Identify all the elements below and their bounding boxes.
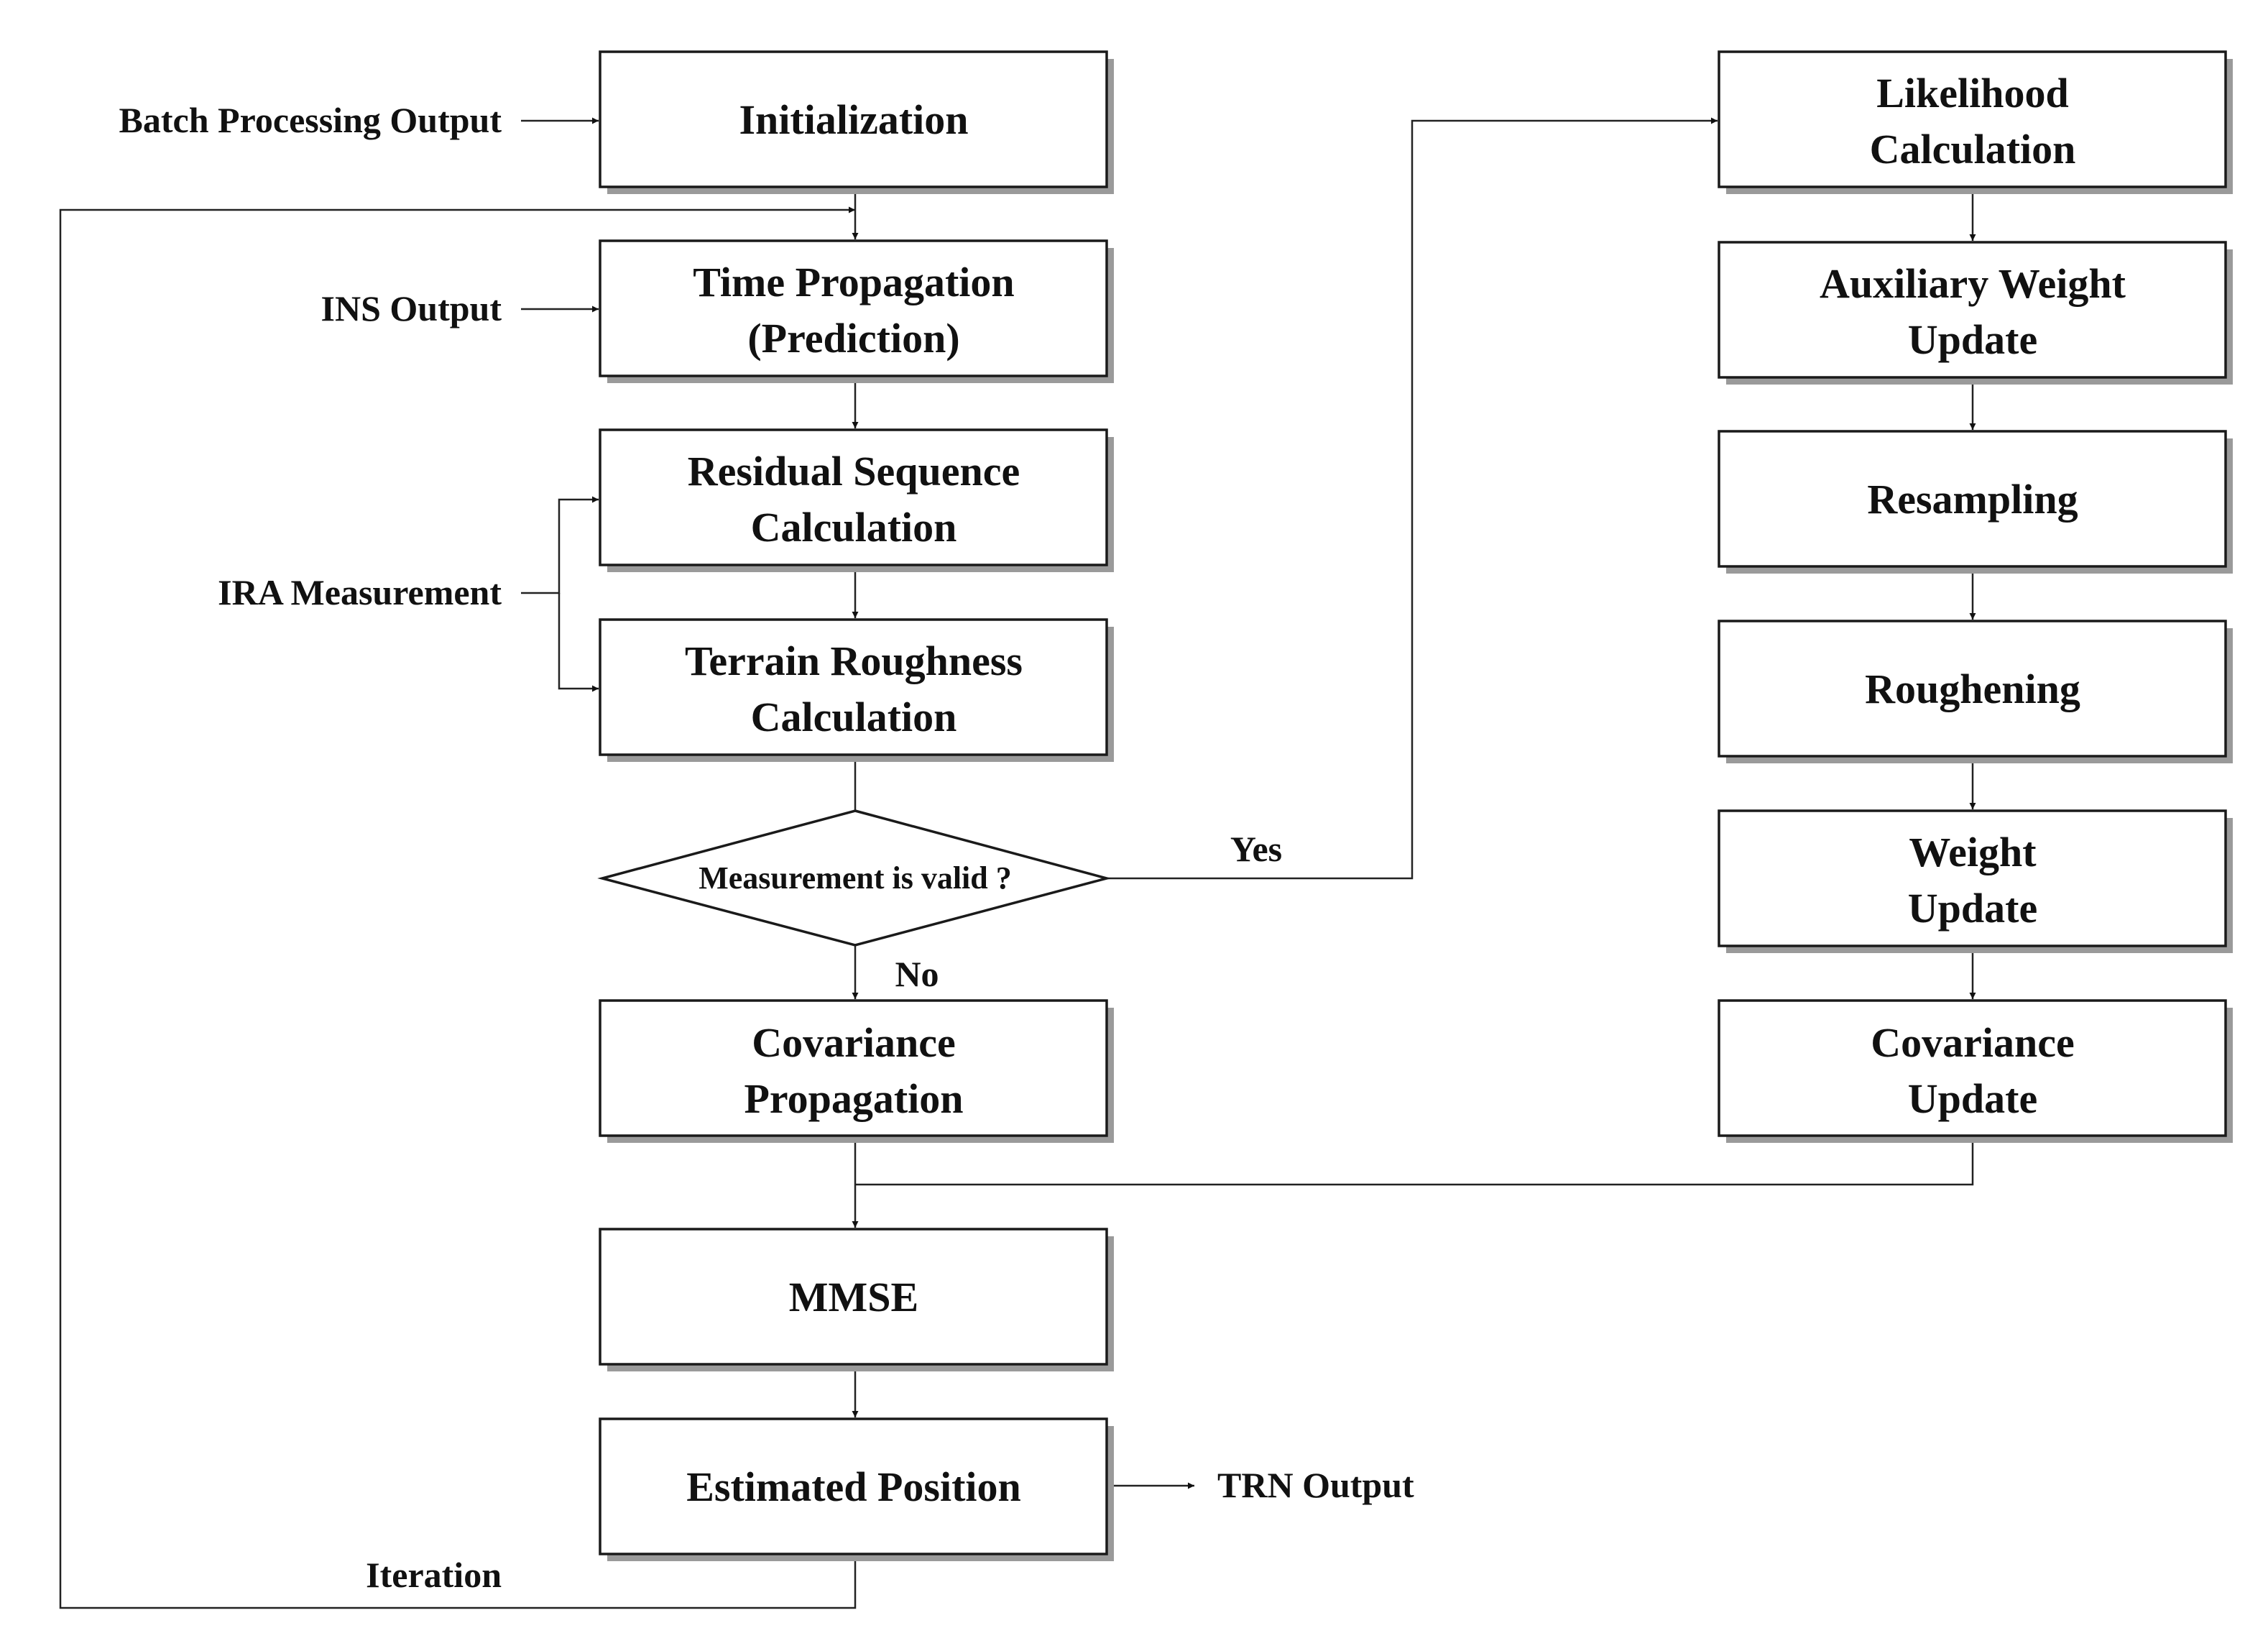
node-estimated-position: Estimated Position bbox=[599, 1417, 1114, 1561]
branch-no-label: No bbox=[895, 954, 939, 994]
node-estimated-position-label: Estimated Position bbox=[686, 1463, 1021, 1510]
branch-yes-label: Yes bbox=[1230, 829, 1282, 869]
node-auxiliary-weight-label-line1: Auxiliary Weight bbox=[1820, 260, 2126, 307]
node-resampling: Resampling bbox=[1718, 430, 2233, 574]
node-weight-update: Weight Update bbox=[1718, 809, 2233, 953]
node-mmse-label: MMSE bbox=[789, 1274, 918, 1320]
node-terrain-roughness-label-line2: Calculation bbox=[751, 694, 957, 740]
node-weight-update-label-line2: Update bbox=[1908, 885, 2037, 932]
node-covariance-update-label-line2: Update bbox=[1908, 1075, 2037, 1122]
node-likelihood-label-line1: Likelihood bbox=[1876, 70, 2069, 116]
input-ins-label: INS Output bbox=[321, 288, 502, 328]
node-terrain-roughness-label-line1: Terrain Roughness bbox=[685, 638, 1023, 684]
node-auxiliary-weight-label-line2: Update bbox=[1908, 316, 2037, 363]
node-decision-label: Measurement is valid ? bbox=[699, 860, 1012, 896]
node-terrain-roughness: Terrain Roughness Calculation bbox=[599, 618, 1114, 762]
node-residual-sequence-label-line2: Calculation bbox=[751, 504, 957, 551]
iteration-label: Iteration bbox=[366, 1555, 502, 1595]
node-residual-sequence: Residual Sequence Calculation bbox=[599, 428, 1114, 572]
node-time-propagation-label-line1: Time Propagation bbox=[693, 259, 1014, 305]
node-covariance-update-label-line1: Covariance bbox=[1871, 1019, 2075, 1066]
edge-covariance-update-to-merge bbox=[855, 1137, 1974, 1186]
input-ira-label: IRA Measurement bbox=[218, 572, 502, 612]
node-roughening-label: Roughening bbox=[1865, 666, 2080, 712]
node-time-propagation: Time Propagation (Prediction) bbox=[599, 239, 1114, 383]
input-batch-processing-label: Batch Processing Output bbox=[119, 100, 502, 140]
connectors bbox=[59, 117, 1976, 1609]
node-initialization: Initialization bbox=[599, 50, 1114, 194]
node-decision: Measurement is valid ? bbox=[597, 809, 1112, 947]
output-trn-label: TRN Output bbox=[1217, 1465, 1414, 1505]
edge-ira-to-residual-and-terrain bbox=[521, 496, 599, 594]
edge-ira-to-terrain bbox=[558, 593, 599, 692]
node-mmse: MMSE bbox=[599, 1228, 1114, 1371]
node-covariance-update: Covariance Update bbox=[1718, 999, 2233, 1143]
node-likelihood: Likelihood Calculation bbox=[1718, 50, 2233, 194]
node-covariance-propagation-label-line2: Propagation bbox=[744, 1075, 963, 1122]
node-time-propagation-label-line2: (Prediction) bbox=[747, 315, 959, 362]
node-weight-update-label-line1: Weight bbox=[1909, 829, 2037, 875]
edge-iteration-loop bbox=[59, 206, 857, 1609]
node-initialization-label: Initialization bbox=[739, 96, 968, 143]
node-likelihood-label-line2: Calculation bbox=[1870, 126, 2076, 173]
node-covariance-propagation: Covariance Propagation bbox=[599, 999, 1114, 1143]
edge-decision-yes-to-likelihood bbox=[1105, 117, 1718, 880]
node-residual-sequence-label-line1: Residual Sequence bbox=[688, 448, 1020, 495]
node-roughening: Roughening bbox=[1718, 620, 2233, 763]
node-auxiliary-weight: Auxiliary Weight Update bbox=[1718, 241, 2233, 385]
node-resampling-label: Resampling bbox=[1867, 476, 2078, 523]
node-covariance-propagation-label-line1: Covariance bbox=[752, 1019, 956, 1066]
